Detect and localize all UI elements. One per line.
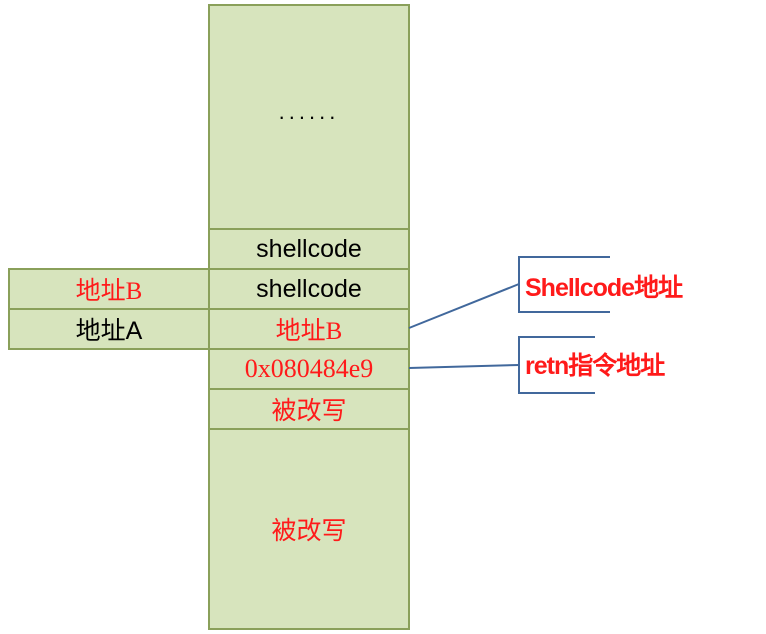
callout-retn-address: retn指令地址 xyxy=(525,352,665,380)
cell-text: shellcode xyxy=(256,234,362,263)
left-row-address-a: 地址A xyxy=(8,308,210,350)
cell-text: 地址B xyxy=(75,278,143,305)
stack-row-shellcode-2: shellcode xyxy=(208,268,410,310)
stack-row-overwritten-1: 被改写 xyxy=(208,388,410,430)
cell-text: 0x080484e9 xyxy=(244,354,374,383)
cell-text: 被改写 xyxy=(271,518,347,545)
callout-bracket-shellcode xyxy=(518,256,610,313)
cell-text: 地址A xyxy=(75,317,143,345)
callout-line-retn xyxy=(408,364,520,369)
callout-bracket-retn xyxy=(518,336,595,394)
left-row-address-b: 地址B xyxy=(8,268,210,310)
cell-text: shellcode xyxy=(256,274,362,303)
callout-shellcode-address: Shellcode地址 xyxy=(525,274,683,302)
callout-line-shellcode xyxy=(408,283,520,329)
stack-top-block: ...... xyxy=(208,4,410,230)
stack-row-retn-address: 0x080484e9 xyxy=(208,348,410,390)
cell-text: 被改写 xyxy=(271,398,347,425)
ellipsis: ...... xyxy=(278,99,340,124)
cell-text: 地址B xyxy=(275,318,343,345)
stack-row-overwritten-2: 被改写 xyxy=(208,428,410,630)
